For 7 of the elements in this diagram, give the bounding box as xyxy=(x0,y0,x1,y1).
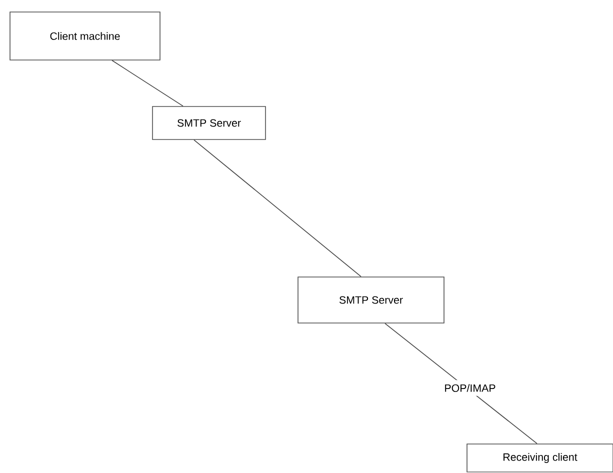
process-box: Client machine xyxy=(10,12,160,60)
connector-line xyxy=(194,140,362,277)
process-box: Receiving client xyxy=(466,444,613,472)
process-box: SMTP Server xyxy=(152,106,266,140)
connector-line xyxy=(112,60,184,106)
edge-label: POP/IMAP xyxy=(440,380,500,396)
process-box: SMTP Server xyxy=(298,276,444,324)
